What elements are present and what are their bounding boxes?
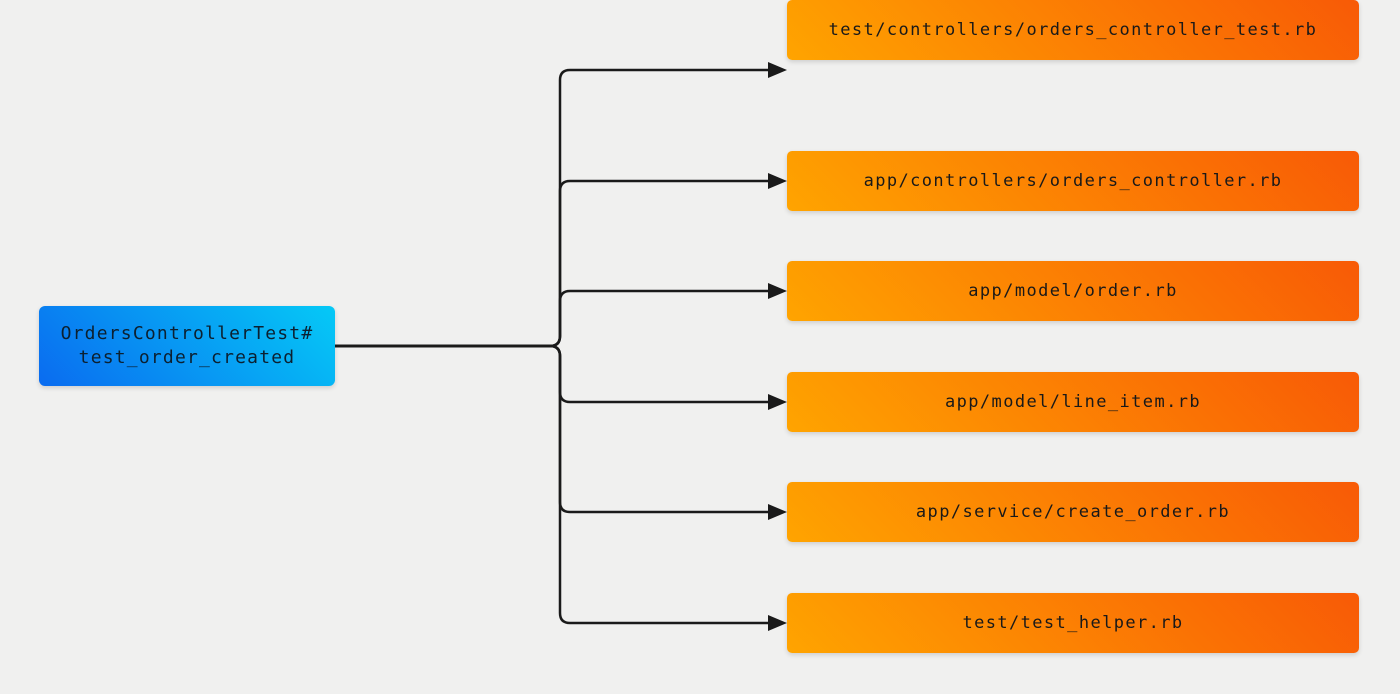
file-node-label: app/model/order.rb	[968, 281, 1178, 301]
connector-line	[335, 179, 770, 348]
file-node-line-item-model: app/model/line_item.rb	[787, 372, 1359, 432]
arrowhead-icon	[768, 283, 787, 299]
connector-line	[335, 344, 770, 404]
test-node-label: OrdersControllerTest# test_order_created	[60, 323, 314, 368]
file-node-create-order-service: app/service/create_order.rb	[787, 482, 1359, 542]
file-node-orders-controller: app/controllers/orders_controller.rb	[787, 151, 1359, 211]
file-node-label: app/model/line_item.rb	[945, 392, 1201, 412]
test-node: OrdersControllerTest# test_order_created	[39, 306, 335, 386]
arrowhead-icon	[768, 173, 787, 189]
file-node-label: app/controllers/orders_controller.rb	[863, 171, 1283, 191]
connector-line	[335, 344, 770, 625]
file-node-label: test/test_helper.rb	[962, 613, 1184, 633]
file-node-order-model: app/model/order.rb	[787, 261, 1359, 321]
arrowhead-icon	[768, 394, 787, 410]
file-node-label: test/controllers/orders_controller_test.…	[828, 20, 1318, 40]
connector-line	[335, 68, 770, 348]
connector-line	[335, 289, 770, 348]
file-node-label: app/service/create_order.rb	[915, 502, 1231, 522]
arrowhead-icon	[768, 504, 787, 520]
connector-line	[335, 344, 770, 514]
file-node-orders-controller-test: test/controllers/orders_controller_test.…	[787, 0, 1359, 60]
file-node-test-helper: test/test_helper.rb	[787, 593, 1359, 653]
arrowhead-icon	[768, 62, 787, 78]
arrowhead-icon	[768, 615, 787, 631]
